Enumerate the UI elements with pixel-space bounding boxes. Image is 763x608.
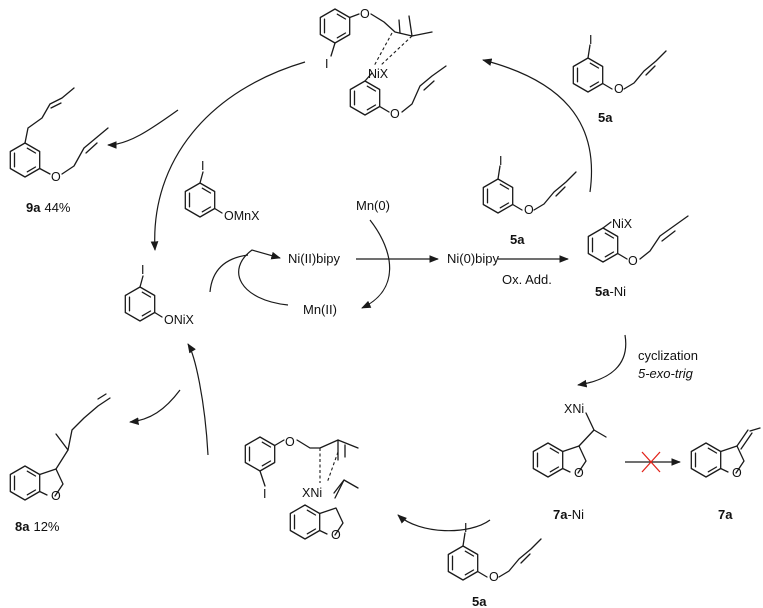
atom-i: I — [263, 487, 266, 501]
species-mn0: Mn(0) — [356, 198, 390, 213]
atom-onix: ONiX — [164, 313, 195, 327]
cyclization-step: cyclization 5-exo-trig — [577, 334, 698, 388]
substrate-5a-top: I O 5a — [573, 33, 666, 125]
compound-yield: 12% — [33, 519, 59, 534]
arrow-to-9a — [107, 109, 179, 149]
atom-nix: NiX — [612, 217, 633, 231]
step-exo-trig: 5-exo-trig — [638, 366, 694, 381]
atom-i: I — [141, 263, 144, 277]
arrow-to-8a — [129, 389, 181, 425]
atom-o: O — [390, 107, 400, 121]
species-ni0: Ni(0)bipy — [447, 251, 500, 266]
compound-suffix: -Ni — [567, 507, 584, 522]
compound-label-5a: 5a — [472, 594, 487, 608]
compound-label-7a: 7a — [718, 507, 733, 522]
compound-yield: 44% — [44, 200, 70, 215]
atom-o: O — [489, 570, 499, 584]
atom-o: O — [574, 466, 584, 480]
compound-label-5a-ni: 5a-Ni — [595, 284, 626, 299]
compound-label-5a: 5a — [510, 232, 525, 247]
atom-i: I — [499, 154, 502, 168]
transmetalation-arrow — [238, 249, 289, 306]
onix-to-nii-arrow — [209, 254, 249, 293]
atom-i: I — [589, 33, 592, 47]
intermediate-5a-ni: NiX O 5a-Ni — [587, 215, 689, 299]
compound-number: 8a — [15, 519, 30, 534]
species-mn2: Mn(II) — [303, 302, 337, 317]
arrow-complex-to-onix-bottom — [187, 343, 209, 456]
cycle-arrows — [107, 58, 592, 532]
atom-i: I — [201, 159, 204, 173]
atom-o: O — [524, 203, 534, 217]
arrow-7a-ni-to-complex — [397, 514, 491, 532]
compound-label-7a-ni: 7a-Ni — [553, 507, 584, 522]
substrate-5a-bottom: I O 5a — [448, 521, 541, 608]
compound-label-5a: 5a — [598, 110, 613, 125]
mn-oxidation-arrow — [361, 219, 391, 309]
atom-o: O — [628, 254, 638, 268]
atom-o: O — [285, 435, 295, 449]
aryloxy-mnx: I OMnX — [184, 159, 260, 223]
atom-nix: NiX — [368, 67, 389, 81]
species-ni2: Ni(II)bipy — [288, 251, 341, 266]
blocked-beta-elimination — [625, 451, 681, 473]
atom-omnx: OMnX — [224, 209, 260, 223]
cyclization-arrow — [577, 334, 627, 388]
product-7a: O 7a — [691, 427, 761, 522]
intermediate-7a-ni: O XNi 7a-Ni — [533, 402, 607, 522]
red-cross-mark — [641, 451, 661, 473]
compound-number: 7a — [553, 507, 568, 522]
atom-o: O — [51, 170, 61, 184]
oxidative-addition: I O 5a Ox. Add. — [483, 154, 576, 287]
alkyl-ni-alkene-complex: O I XNi O — [244, 435, 359, 542]
compound-number: 5a — [595, 284, 610, 299]
atom-xni: XNi — [302, 486, 322, 500]
ni-alkene-complex-top: O I NiX O — [319, 7, 447, 121]
redox-shuttle: Ni(II)bipy Ni(0)bipy Mn(0) Mn(II) — [209, 198, 500, 317]
step-cyclization: cyclization — [638, 348, 698, 363]
arrow-complex-to-onix — [150, 61, 306, 251]
arrow-5a-ni-to-complex — [482, 58, 592, 193]
aryloxy-nix: I ONiX — [124, 263, 195, 327]
atom-o: O — [360, 7, 370, 21]
atom-o: O — [732, 466, 742, 480]
atom-i: I — [325, 57, 328, 71]
compound-suffix: -Ni — [609, 284, 626, 299]
compound-number: 9a — [26, 200, 41, 215]
atom-o: O — [614, 82, 624, 96]
atom-o: O — [51, 489, 61, 503]
atom-xni: XNi — [564, 402, 584, 416]
step-ox-add: Ox. Add. — [502, 272, 552, 287]
atom-o: O — [331, 528, 341, 542]
atom-i: I — [464, 521, 467, 535]
